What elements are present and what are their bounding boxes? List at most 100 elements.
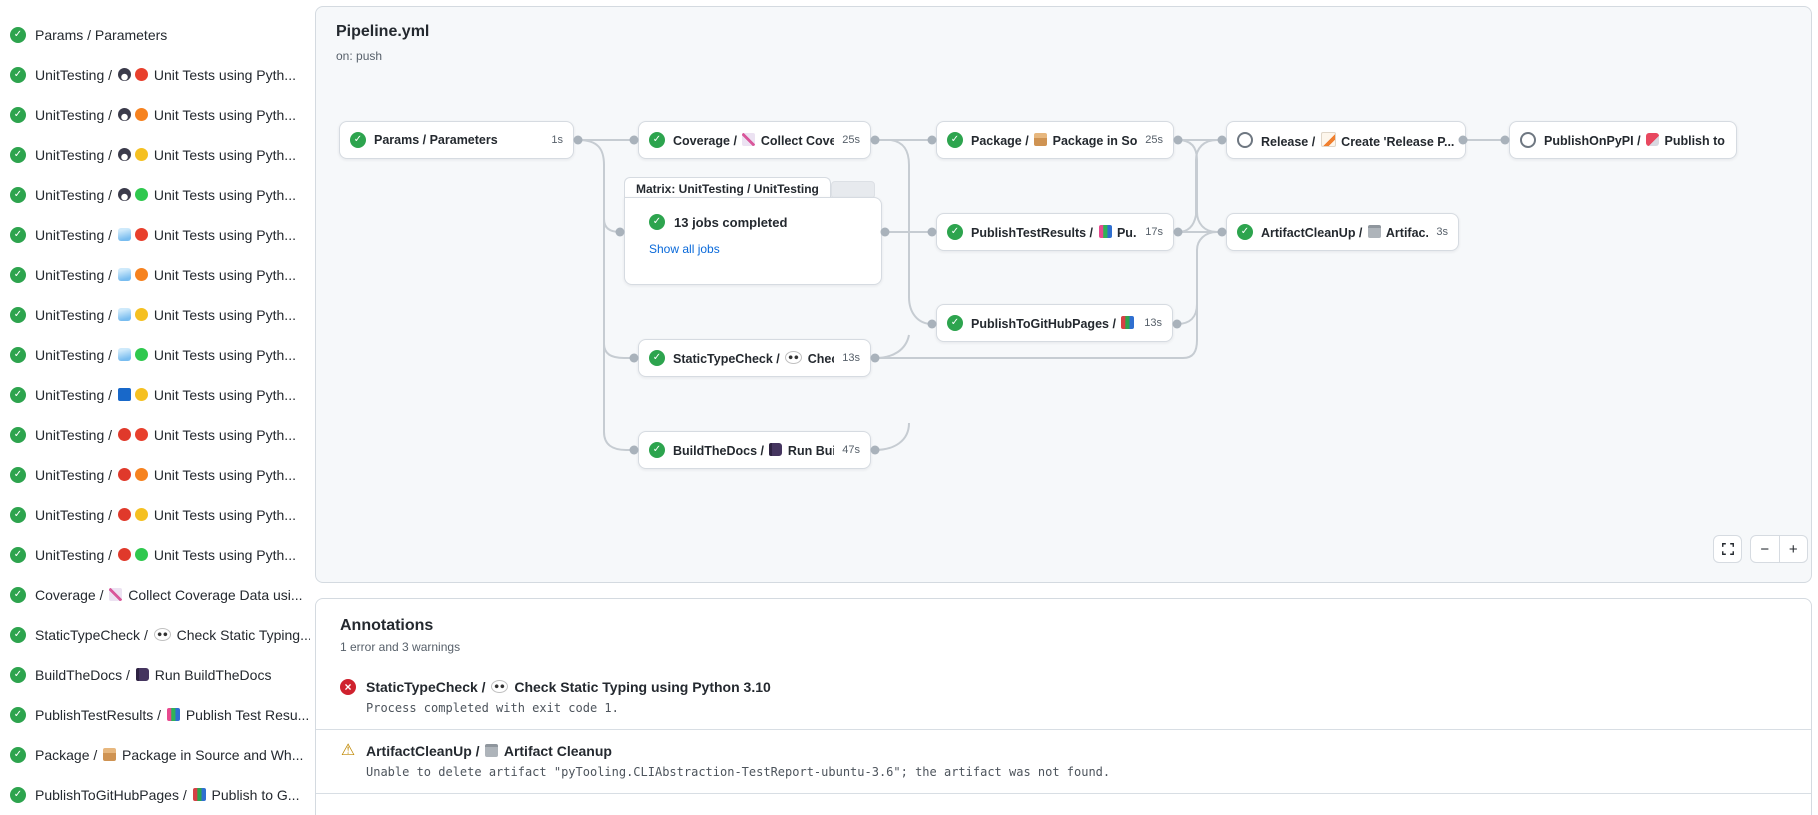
pipeline-node-package[interactable]: ✓ Package / Package in So... 25s bbox=[936, 121, 1174, 159]
success-icon: ✓ bbox=[947, 315, 963, 331]
python-version-dot-yellow bbox=[134, 148, 148, 161]
python-version-dot-yellow bbox=[134, 388, 148, 401]
notebook-icon bbox=[135, 668, 149, 681]
node-duration: 25s bbox=[842, 134, 860, 146]
warning-icon: ⚠ bbox=[340, 742, 356, 759]
sidebar-job-item[interactable]: ✓Package / Package in Source and Wh... bbox=[0, 735, 310, 775]
sidebar-job-label: Package / Package in Source and Wh... bbox=[35, 747, 304, 763]
sidebar-job-label: BuildTheDocs / Run BuildTheDocs bbox=[35, 667, 272, 683]
pipeline-node-release[interactable]: Release / Create 'Release P... bbox=[1226, 121, 1466, 159]
sidebar-job-item[interactable]: ✓PublishTestResults / Publish Test Resu.… bbox=[0, 695, 310, 735]
success-icon: ✓ bbox=[10, 347, 26, 363]
linux-penguin-icon bbox=[117, 188, 131, 201]
sidebar-job-label: UnitTesting / Unit Tests using Pyth... bbox=[35, 387, 296, 403]
annotation-item: ×StaticTypeCheck / Check Static Typing u… bbox=[316, 666, 1811, 729]
pipeline-node-coverage[interactable]: ✓Coverage / Collect Cove...25s bbox=[638, 121, 871, 159]
sidebar-job-label: Coverage / Collect Coverage Data usi... bbox=[35, 587, 303, 603]
pipeline-trigger: on: push bbox=[336, 49, 383, 63]
node-label: PublishTestResults / Pu... bbox=[971, 224, 1137, 240]
node-label: PublishToGitHubPages / ... bbox=[971, 315, 1136, 331]
node-label: Package / Package in So... bbox=[971, 132, 1138, 148]
wastebasket-icon bbox=[1367, 224, 1381, 238]
sidebar-job-item[interactable]: ✓UnitTesting / Unit Tests using Pyth... bbox=[0, 535, 310, 575]
pipeline-node-buildthedocs[interactable]: ✓BuildTheDocs / Run Buil...47s bbox=[638, 431, 871, 469]
sidebar-job-item[interactable]: ✓UnitTesting / Unit Tests using Pyth... bbox=[0, 255, 310, 295]
success-icon: ✓ bbox=[10, 387, 26, 403]
success-icon: ✓ bbox=[10, 427, 26, 443]
sidebar-job-label: PublishToGitHubPages / Publish to G... bbox=[35, 787, 300, 803]
success-icon: ✓ bbox=[947, 224, 963, 240]
apple-icon bbox=[117, 428, 131, 441]
sidebar-job-item[interactable]: ✓StaticTypeCheck / Check Static Typing..… bbox=[0, 615, 310, 655]
node-label: PublishOnPyPI / Publish to ... bbox=[1544, 132, 1726, 148]
python-version-dot-red bbox=[134, 428, 148, 441]
zoom-in-button[interactable]: + bbox=[1788, 540, 1798, 558]
wastebasket-icon bbox=[485, 744, 499, 757]
node-duration: 13s bbox=[842, 352, 860, 364]
sidebar-job-item[interactable]: ✓Coverage / Collect Coverage Data usi... bbox=[0, 575, 310, 615]
python-version-dot-green bbox=[134, 348, 148, 361]
annotation-message: Process completed with exit code 1. bbox=[366, 701, 619, 715]
error-icon: × bbox=[340, 679, 356, 695]
pipeline-node-statictypecheck[interactable]: ✓StaticTypeCheck / Chec...13s bbox=[638, 339, 871, 377]
sidebar-job-item[interactable]: ✓Params / Parameters bbox=[0, 15, 310, 55]
zoom-out-button[interactable]: − bbox=[1751, 536, 1780, 562]
annotation-message: Unable to delete artifact "pyTooling.CLI… bbox=[366, 765, 1111, 779]
sidebar-job-label: UnitTesting / Unit Tests using Pyth... bbox=[35, 147, 296, 163]
sidebar-job-item[interactable]: ✓UnitTesting / Unit Tests using Pyth... bbox=[0, 295, 310, 335]
annotation-title: ArtifactCleanUp / Artifact Cleanup bbox=[366, 743, 612, 759]
sidebar-job-item[interactable]: ✓ UnitTesting / Unit Tests using Pyth... bbox=[0, 375, 310, 415]
windows-ice-icon bbox=[117, 268, 131, 281]
pipeline-node-publishonpypi[interactable]: PublishOnPyPI / Publish to ... bbox=[1509, 121, 1737, 159]
success-icon: ✓ bbox=[649, 132, 665, 148]
matrix-show-all-jobs-link[interactable]: Show all jobs bbox=[649, 242, 720, 256]
pipeline-graph[interactable]: Pipeline.yml on: push bbox=[315, 6, 1812, 583]
success-icon: ✓ bbox=[10, 707, 26, 723]
annotations-title: Annotations bbox=[340, 617, 434, 634]
eyes-icon bbox=[491, 680, 509, 693]
sidebar-job-item[interactable]: ✓ UnitTesting / Unit Tests using Pyth... bbox=[0, 415, 310, 455]
windows-ice-icon bbox=[117, 228, 131, 241]
sidebar-job-item[interactable]: ✓PublishToGitHubPages / Publish to G... bbox=[0, 775, 310, 815]
success-icon: ✓ bbox=[10, 307, 26, 323]
node-duration: 25s bbox=[1145, 134, 1163, 146]
python-version-dot-yellow bbox=[134, 508, 148, 521]
python-version-dot-orange bbox=[134, 268, 148, 281]
sidebar-job-label: UnitTesting / Unit Tests using Pyth... bbox=[35, 347, 296, 363]
apple-icon bbox=[117, 548, 131, 561]
sidebar-job-item[interactable]: ✓ UnitTesting / Unit Tests using Pyth... bbox=[0, 335, 310, 375]
bar-chart-icon bbox=[166, 708, 180, 721]
sidebar-job-item[interactable]: ✓UnitTesting / Unit Tests using Pyth... bbox=[0, 495, 310, 535]
sidebar-job-item[interactable]: ✓UnitTesting / Unit Tests using Pyth... bbox=[0, 175, 310, 215]
linux-penguin-icon bbox=[117, 148, 131, 161]
windows-ice-icon bbox=[117, 348, 131, 361]
eyes-icon bbox=[785, 350, 803, 364]
success-icon: ✓ bbox=[649, 350, 665, 366]
chart-increasing-icon bbox=[109, 588, 123, 601]
sidebar-job-item[interactable]: ✓ UnitTesting / Unit Tests using Pyth... bbox=[0, 95, 310, 135]
pipeline-title: Pipeline.yml bbox=[336, 23, 430, 40]
pipeline-node-publishtestresults[interactable]: ✓PublishTestResults / Pu...17s bbox=[936, 213, 1174, 251]
apple-icon bbox=[117, 468, 131, 481]
success-icon: ✓ bbox=[947, 132, 963, 148]
node-label: BuildTheDocs / Run Buil... bbox=[673, 442, 835, 458]
success-icon: ✓ bbox=[1237, 224, 1253, 240]
node-label: Release / Create 'Release P... bbox=[1261, 131, 1455, 149]
success-icon: ✓ bbox=[10, 547, 26, 563]
sidebar-job-label: UnitTesting / Unit Tests using Pyth... bbox=[35, 427, 296, 443]
annotations-list: ×StaticTypeCheck / Check Static Typing u… bbox=[316, 666, 1811, 794]
node-label: Params / Parameters bbox=[374, 133, 498, 147]
success-icon: ✓ bbox=[10, 107, 26, 123]
sidebar-job-item[interactable]: ✓BuildTheDocs / Run BuildTheDocs bbox=[0, 655, 310, 695]
sidebar-job-item[interactable]: ✓UnitTesting / Unit Tests using Pyth... bbox=[0, 215, 310, 255]
pipeline-node-artifactcleanup[interactable]: ✓ArtifactCleanUp / Artifac...3s bbox=[1226, 213, 1459, 251]
pipeline-node-publishtogithubpages[interactable]: ✓PublishToGitHubPages / ...13s bbox=[936, 304, 1173, 342]
fullscreen-button[interactable] bbox=[1713, 535, 1742, 563]
sidebar-job-item[interactable]: ✓UnitTesting / Unit Tests using Pyth... bbox=[0, 135, 310, 175]
sidebar-job-item[interactable]: ✓UnitTesting / Unit Tests using Pyth... bbox=[0, 455, 310, 495]
sidebar-job-label: UnitTesting / Unit Tests using Pyth... bbox=[35, 107, 296, 123]
sidebar-job-item[interactable]: ✓UnitTesting / Unit Tests using Pyth... bbox=[0, 55, 310, 95]
python-version-dot-green bbox=[134, 548, 148, 561]
